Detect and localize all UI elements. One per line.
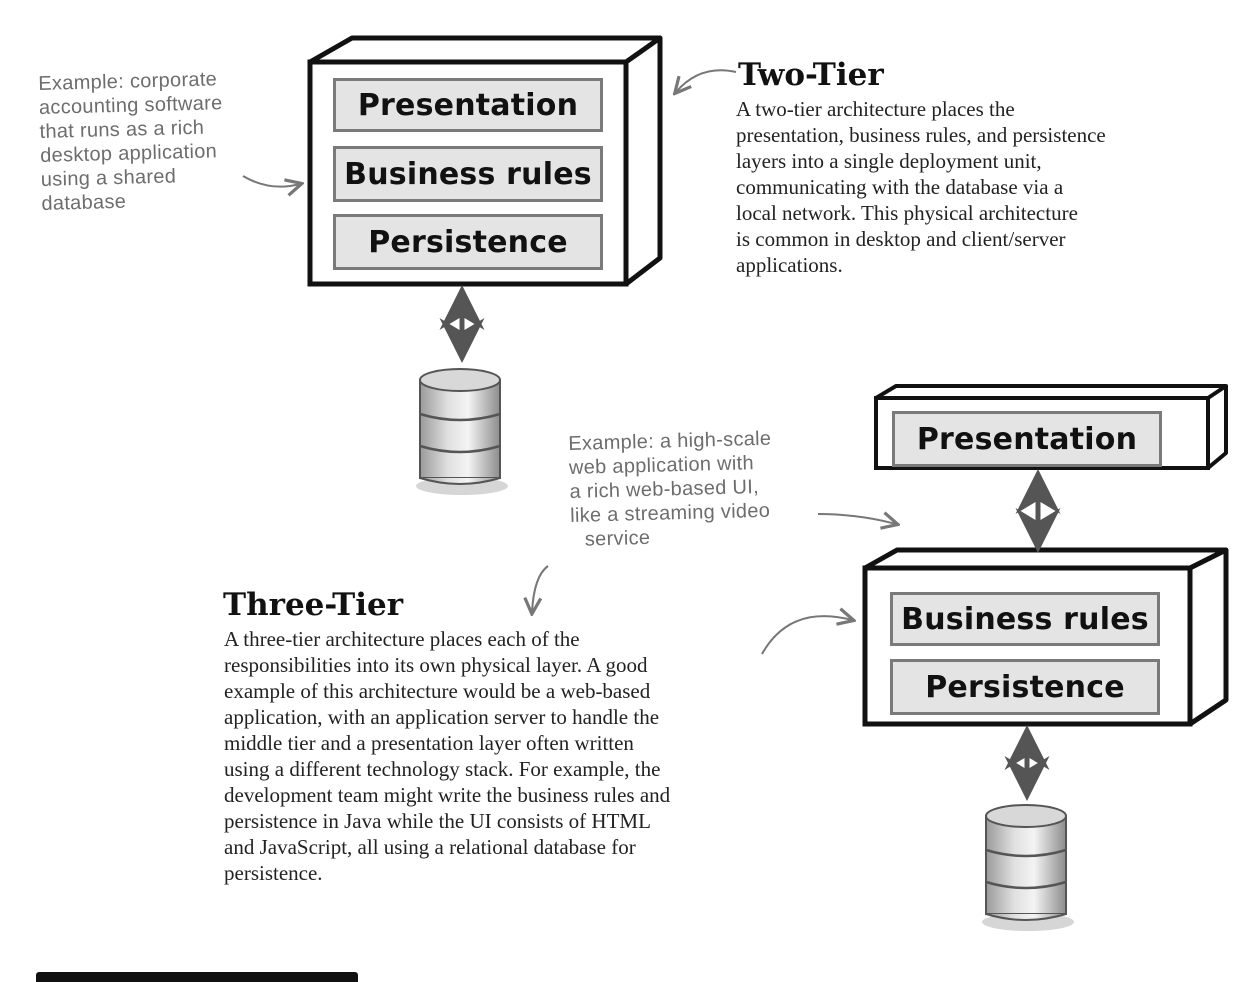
two-tier-persistence-layer: Persistence [333,214,603,270]
description-line: layers into a single deployment unit, [736,149,1042,173]
description-line: applications. [736,253,843,277]
description-line: and JavaScript, all using a relational d… [224,835,636,859]
web-app-note-arrow [817,514,896,524]
three-tier-persistence-layer: Persistence [890,659,1160,715]
description-line: application, with an application server … [224,705,660,729]
three-tier-example-note: Example: a high-scale web application wi… [568,426,811,552]
description-line: A three-tier architecture places each of… [224,627,580,651]
three-tier-heading: Three-Tier [223,587,404,623]
description-line: responsibilities into its own physical l… [224,653,648,677]
layer-label: Persistence [925,669,1125,705]
layer-label: Presentation [916,421,1138,457]
layer-label: Persistence [368,224,568,260]
two-tier-example-note: Example: corporate accounting software t… [38,66,272,216]
three-tier-business-rules-layer: Business rules [890,592,1160,646]
description-line: using a different technology stack. For … [224,757,661,781]
description-line: middle tier and a presentation layer oft… [224,731,634,755]
two-tier-business-rules-layer: Business rules [333,146,603,202]
three-tier-presentation-layer: Presentation [892,411,1162,467]
description-line: A two-tier architecture places the [736,97,1015,121]
description-line: persistence. [224,861,323,885]
layer-label: Business rules [344,156,592,192]
two-tier-description: A two-tier architecture places the prese… [736,96,1236,278]
three-tier-note-arrow [532,565,549,612]
description-line: development team might write the busines… [224,783,671,807]
two-tier-heading-arrow [676,69,737,92]
two-tier-database-icon [416,368,508,495]
bottom-black-bar [36,972,358,982]
description-line: example of this architecture would be a … [224,679,651,703]
description-line: communicating with the database via a [736,175,1064,199]
two-tier-note-arrow [242,175,300,187]
three-tier-heading-arrow [761,616,852,655]
three-tier-description: A three-tier architecture places each of… [224,626,804,886]
description-line: is common in desktop and client/server [736,227,1066,251]
description-line: persistence in Java while the UI consist… [224,809,651,833]
two-tier-presentation-layer: Presentation [333,78,603,132]
three-tier-database-icon [982,804,1074,931]
layer-label: Business rules [901,601,1149,637]
two-tier-heading: Two-Tier [738,57,884,93]
description-line: local network. This physical architectur… [736,201,1078,225]
description-line: presentation, business rules, and persis… [736,123,1106,147]
layer-label: Presentation [357,87,579,123]
